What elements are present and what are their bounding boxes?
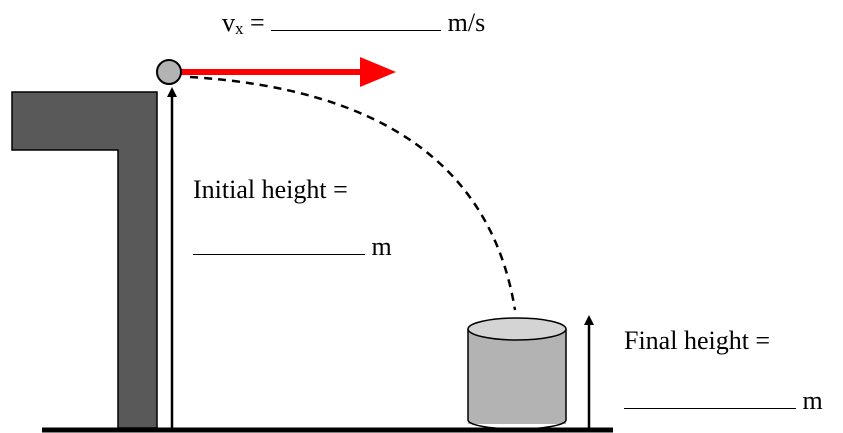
vx-label: vx = m/s [222, 8, 486, 38]
trajectory-path [189, 75, 517, 311]
initial-height-answer: m [193, 234, 392, 260]
initial-height-label: Initial height = [193, 175, 348, 204]
initial-height-blank[interactable] [193, 254, 365, 255]
velocity-arrow [180, 57, 396, 87]
vx-answer-blank[interactable] [271, 30, 442, 31]
final-height-blank[interactable] [624, 408, 796, 409]
vx-unit: m/s [447, 8, 486, 37]
ledge-block [11, 91, 158, 429]
final-height-answer: m [624, 388, 823, 414]
ball [156, 59, 182, 85]
vx-subscript: x [235, 19, 244, 38]
final-height-unit: m [802, 386, 823, 415]
initial-height-unit: m [371, 232, 392, 261]
cup-target [467, 317, 567, 430]
vx-equals: = [250, 8, 265, 37]
final-height-label: Final height = [624, 326, 771, 355]
vx-symbol: v [222, 8, 235, 37]
